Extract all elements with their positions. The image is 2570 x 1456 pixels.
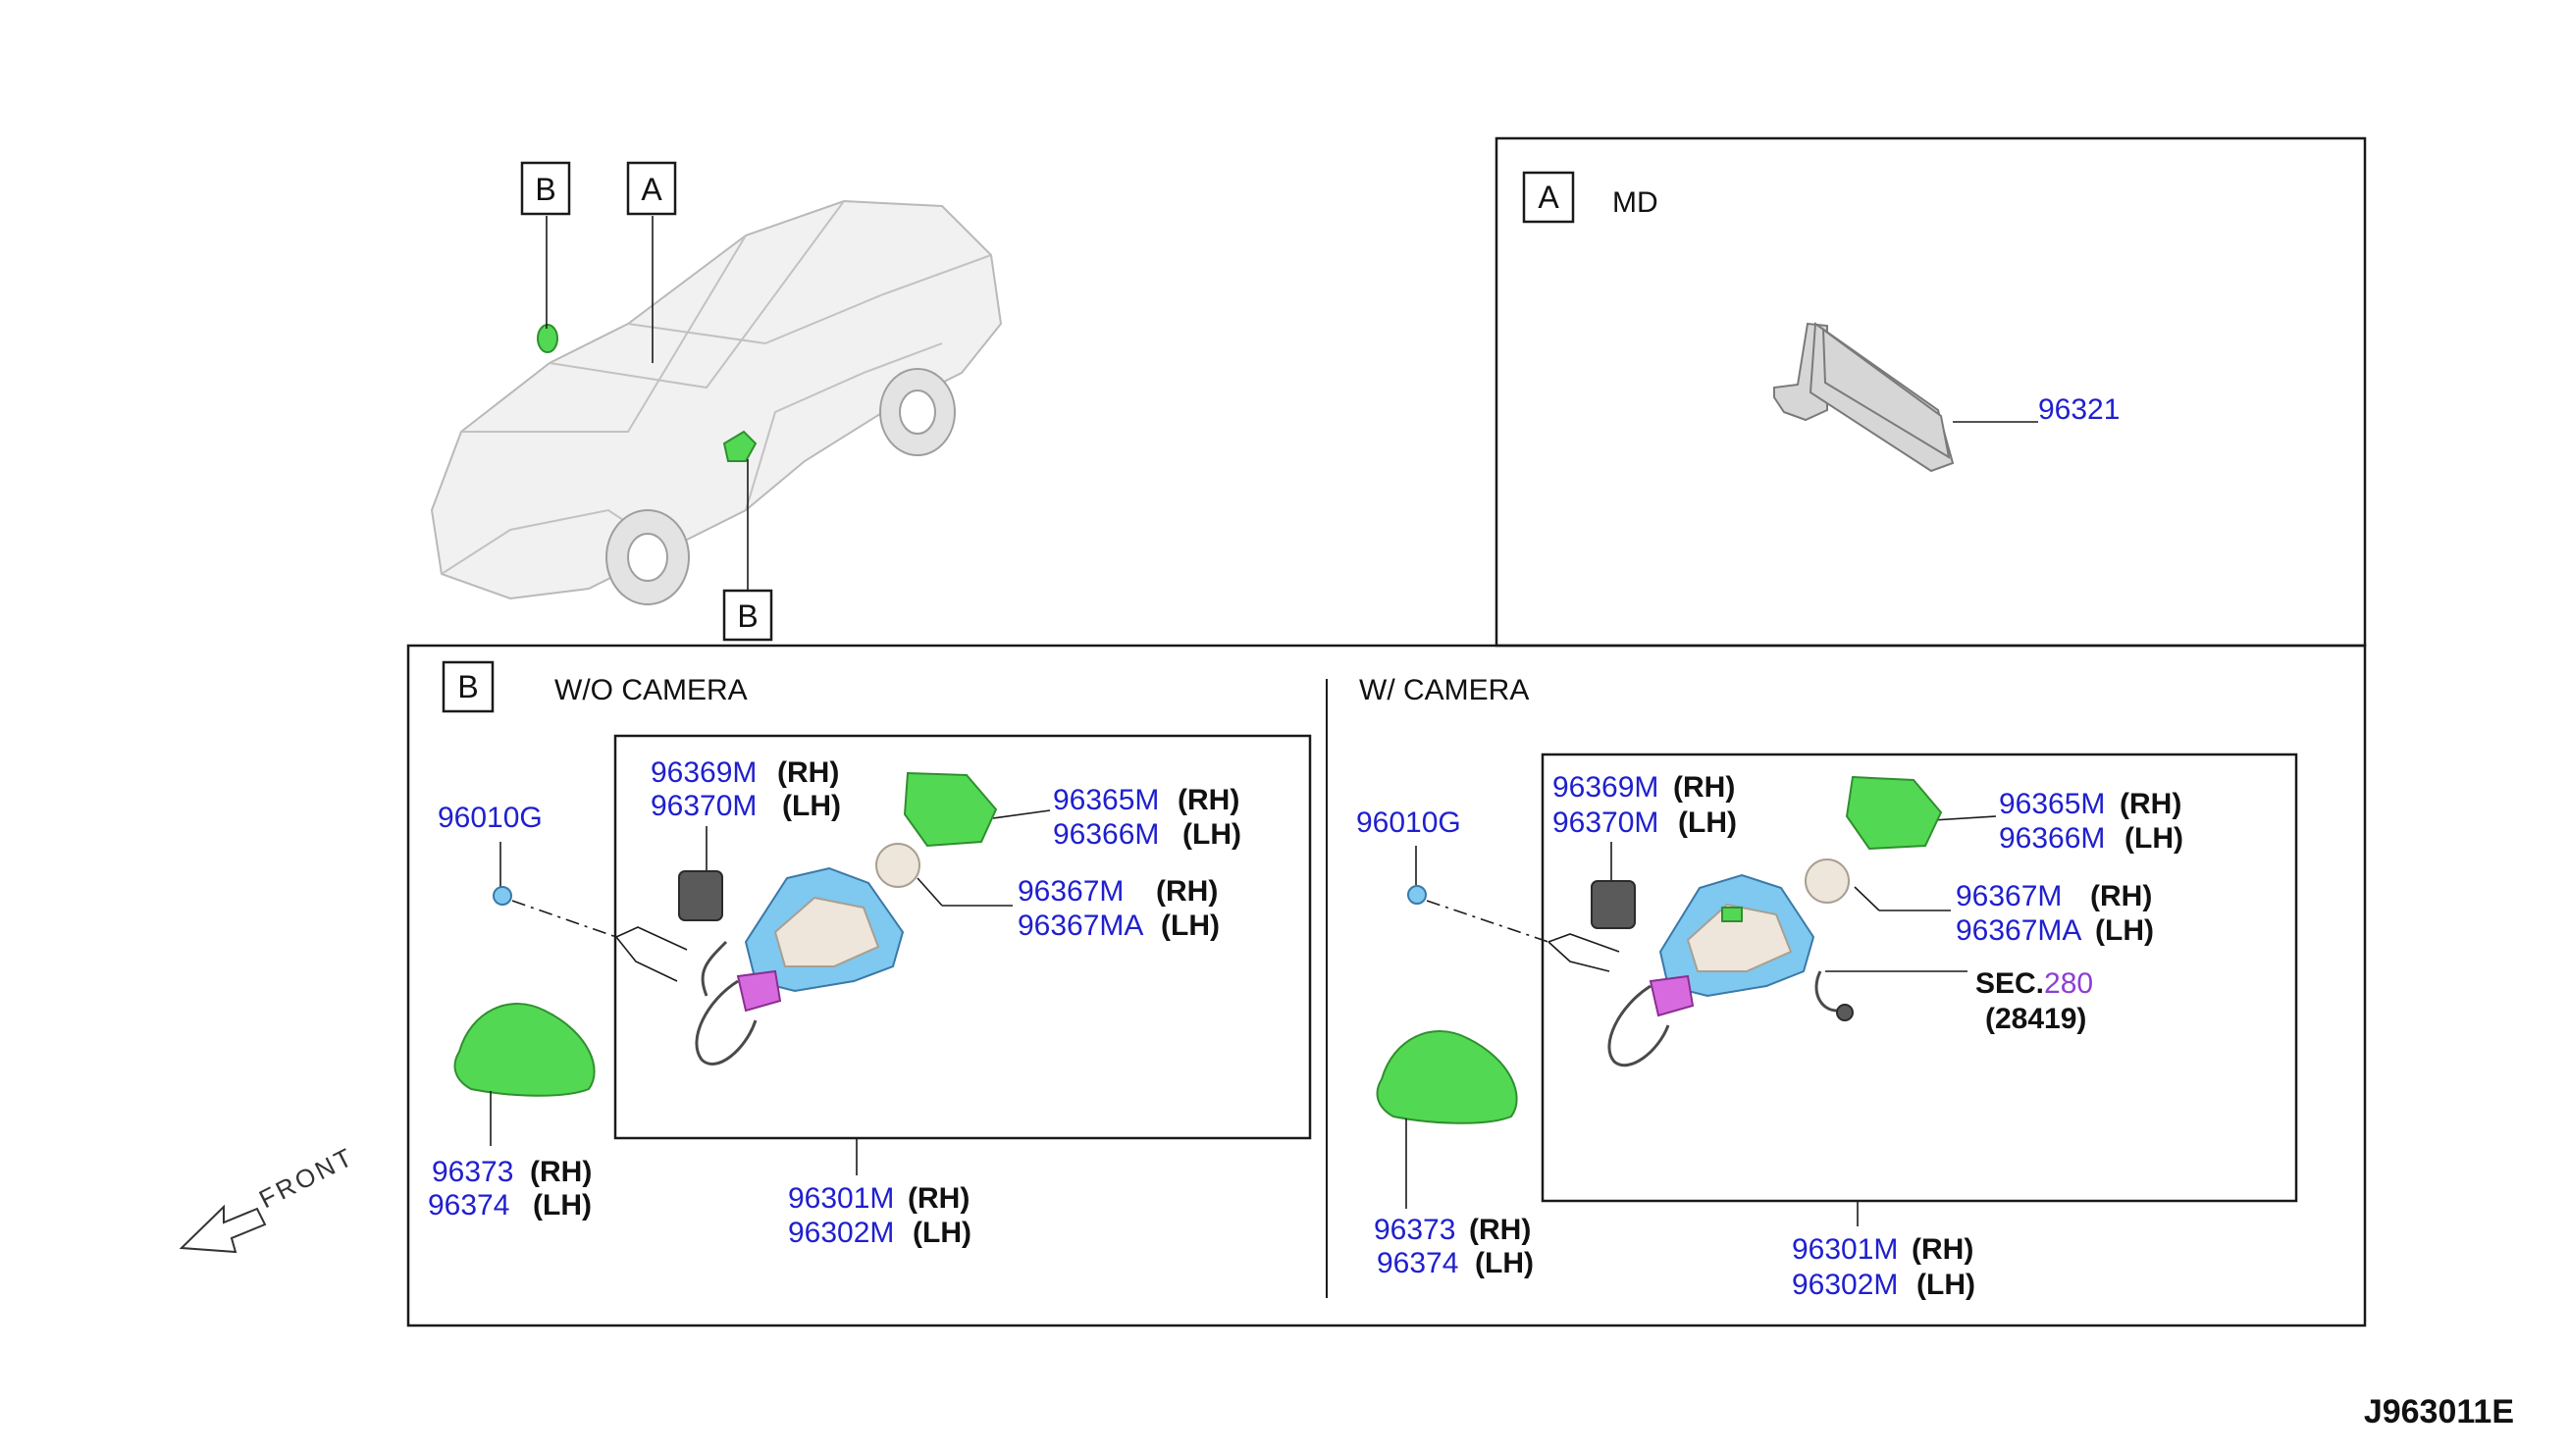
- w-lamp-rh: 96367M: [1956, 880, 2062, 912]
- wo-lamp-lh-side: (LH): [1161, 910, 1220, 942]
- w-lamp-lh: 96367MA: [1956, 914, 2081, 947]
- diagram-code: J963011E: [2364, 1393, 2514, 1430]
- w-assembly-frame: [1541, 753, 2298, 1203]
- front-arrow-icon: [179, 1204, 267, 1254]
- wo-cover-rh-side: (RH): [530, 1156, 592, 1188]
- wo-assembly-rh-side: (RH): [908, 1182, 970, 1215]
- front-direction-indicator: FRONT: [179, 1141, 359, 1254]
- front-label: FRONT: [254, 1141, 359, 1214]
- wo-glass-lh: 96366M: [1053, 818, 1159, 851]
- w-sec-prefix: SEC.: [1975, 967, 2044, 1000]
- w-assembly-rh-side: (RH): [1912, 1233, 1973, 1266]
- w-cover-lh: 96374: [1377, 1247, 1458, 1279]
- door-mirror-marker: [722, 430, 758, 462]
- wo-assembly-lh: 96302M: [788, 1217, 894, 1249]
- wo-lamp-rh-side: (RH): [1156, 875, 1218, 908]
- w-cover-rh: 96373: [1374, 1214, 1455, 1246]
- wo-screw: 96010G: [438, 802, 543, 834]
- panel-a-badge: [1522, 171, 1575, 224]
- inner-mirror-marker: [537, 324, 558, 353]
- w-assembly-rh: 96301M: [1792, 1233, 1898, 1266]
- callout-a-label: A: [641, 172, 662, 207]
- wo-lamp-lh: 96367MA: [1018, 910, 1143, 942]
- callout-b-top: [520, 161, 571, 216]
- wo-screw-illustration: [493, 886, 512, 906]
- panel-b-badge: [442, 660, 495, 713]
- callout-b-bottom: [722, 589, 773, 642]
- w-sec-part: (28419): [1985, 1003, 2086, 1035]
- w-actuator-lh: 96370M: [1552, 806, 1658, 839]
- wo-assembly-rh: 96301M: [788, 1182, 894, 1215]
- wo-glass-rh: 96365M: [1053, 784, 1159, 816]
- panel-a-title: MD: [1612, 186, 1658, 219]
- wo-mirror-illustration: [678, 771, 998, 1066]
- part-96321: 96321: [2038, 393, 2120, 426]
- w-cover-rh-side: (RH): [1469, 1214, 1531, 1246]
- panel-b-badge-label: B: [457, 669, 478, 704]
- w-glass-rh: 96365M: [1999, 788, 2105, 820]
- w-glass-lh: 96366M: [1999, 822, 2105, 855]
- wo-cover-lh: 96374: [428, 1189, 509, 1222]
- w-screw: 96010G: [1356, 806, 1461, 839]
- wo-actuator-rh-side: (RH): [777, 756, 839, 789]
- w-lamp-lh-side: (LH): [2095, 914, 2154, 947]
- wo-actuator-lh-side: (LH): [782, 790, 841, 822]
- w-actuator-lh-side: (LH): [1678, 806, 1737, 839]
- wo-glass-lh-side: (LH): [1182, 818, 1241, 851]
- w-cover-lh-side: (LH): [1475, 1247, 1534, 1279]
- inner-mirror-illustration: [1773, 322, 1955, 473]
- wo-assembly-frame: [613, 734, 1312, 1140]
- wo-assembly-lh-side: (LH): [913, 1217, 971, 1249]
- callout-a: [626, 161, 677, 216]
- panel-b-frame: [406, 644, 2367, 1327]
- w-sec-number[interactable]: 280: [2044, 967, 2093, 1000]
- w-sec-reference: SEC.280: [1975, 967, 2093, 1000]
- w-mirror-illustration: [1591, 775, 1943, 1067]
- wo-actuator-rh: 96369M: [651, 756, 757, 789]
- callout-b-top-label: B: [535, 172, 555, 207]
- wo-cover-illustration: [453, 1003, 596, 1097]
- wo-cover-rh: 96373: [432, 1156, 513, 1188]
- w-camera-title: W/ CAMERA: [1359, 674, 1529, 706]
- w-assembly-lh-side: (LH): [1916, 1269, 1975, 1301]
- wo-glass-rh-side: (RH): [1178, 784, 1239, 816]
- wo-actuator-lh: 96370M: [651, 790, 757, 822]
- w-glass-lh-side: (LH): [2124, 822, 2183, 855]
- vehicle-overview: [430, 199, 1003, 605]
- w-glass-rh-side: (RH): [2120, 788, 2181, 820]
- w-assembly-lh: 96302M: [1792, 1269, 1898, 1301]
- panel-a-badge-label: A: [1538, 180, 1559, 215]
- callout-b-bottom-label: B: [737, 598, 758, 634]
- w-actuator-rh: 96369M: [1552, 771, 1658, 804]
- w-lamp-rh-side: (RH): [2090, 880, 2152, 912]
- w-screw-illustration: [1407, 885, 1427, 905]
- w-actuator-rh-side: (RH): [1673, 771, 1735, 804]
- wo-camera-title: W/O CAMERA: [554, 674, 748, 706]
- wo-cover-lh-side: (LH): [533, 1189, 592, 1222]
- w-cover-illustration: [1376, 1030, 1518, 1124]
- wo-lamp-rh: 96367M: [1018, 875, 1124, 908]
